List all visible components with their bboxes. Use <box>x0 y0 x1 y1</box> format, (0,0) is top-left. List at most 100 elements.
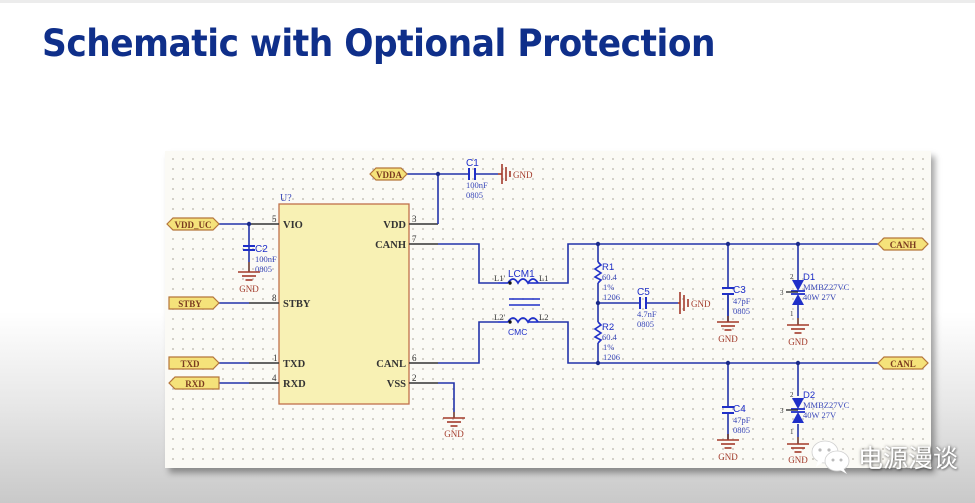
top-border <box>0 0 975 3</box>
ic-u7[interactable]: U? VIO 5 STBY 8 TXD 1 RXD 4 VDD 3 CANH 7… <box>272 193 417 405</box>
junctions <box>246 171 801 366</box>
port-txd[interactable]: TXD <box>168 356 220 370</box>
r2-package: 1206 <box>603 352 620 362</box>
port-stby[interactable]: STBY <box>168 296 220 310</box>
port-vdd-uc-label: VDD_UC <box>175 220 212 230</box>
r2-value: 60.4 <box>602 332 618 342</box>
wires <box>219 173 878 440</box>
d2-pin2: 2 <box>790 391 794 399</box>
gnd-label-c2: GND <box>239 284 259 294</box>
watermark-text: 电源漫谈 <box>858 444 959 473</box>
port-rxd[interactable]: RXD <box>168 376 220 390</box>
c4-ref: C4 <box>733 404 746 415</box>
resistor-r2[interactable]: R2 60.4 1% 1206 <box>593 321 620 362</box>
port-stby-label: STBY <box>178 299 202 309</box>
lcm1-pin-l2-left: L2' <box>494 312 505 322</box>
pin-num-canh: 7 <box>412 234 417 244</box>
tvs-diode-d2[interactable]: 2 3 1 D2 MMBZ27VC 40W 27V <box>780 390 850 436</box>
d2-part: MMBZ27VC <box>803 400 850 410</box>
slide-title: Schematic with Optional Protection <box>42 22 716 65</box>
lcm1-ref: LCM1 <box>508 269 535 280</box>
c1-package: 0805 <box>466 190 483 200</box>
capacitor-c2[interactable]: C2 100nF 0805 <box>243 244 277 274</box>
lcm1-pin-l1-right: L1 <box>539 273 548 283</box>
port-vdda-label: VDDA <box>376 170 402 180</box>
pin-num-vss: 2 <box>412 373 417 383</box>
d1-rating: 40W 27V <box>803 292 837 302</box>
gnd-label-c4: GND <box>718 452 738 462</box>
port-canh-label: CANH <box>890 240 917 250</box>
c5-value: 4.7nF <box>637 309 657 319</box>
c2-ref: C2 <box>255 244 268 255</box>
watermark: 电源漫谈 <box>810 438 958 476</box>
ground-symbol-c2: GND <box>237 271 261 294</box>
d1-pin3: 3 <box>780 289 784 297</box>
c2-value: 100nF <box>255 254 277 264</box>
capacitor-c4[interactable]: C4 47pF 0805 <box>722 404 751 435</box>
pin-num-rxd: 4 <box>272 373 277 383</box>
wechat-icon <box>811 440 850 474</box>
port-canl-label: CANL <box>890 359 916 369</box>
c3-package: 0805 <box>733 306 750 316</box>
pin-name-vss: VSS <box>387 379 406 390</box>
pin-num-canl: 6 <box>412 353 417 363</box>
port-canl[interactable]: CANL <box>877 356 929 370</box>
capacitor-c1[interactable]: C1 100nF 0805 <box>466 158 488 200</box>
tvs-diode-d1[interactable]: 2 3 1 D1 MMBZ27VC 40W 27V <box>780 272 850 318</box>
gnd-label-c1: GND <box>513 170 533 180</box>
ground-symbol-d2: GND <box>786 443 810 465</box>
c1-value: 100nF <box>466 180 488 190</box>
pin-name-stby: STBY <box>283 299 311 310</box>
pin-num-vio: 5 <box>272 214 277 224</box>
capacitor-c5[interactable]: C5 4.7nF 0805 <box>637 287 657 329</box>
capacitor-c3[interactable]: C3 47pF 0805 <box>722 285 751 316</box>
r1-value: 60.4 <box>602 272 618 282</box>
ground-leads <box>248 262 799 444</box>
pin-name-canl: CANL <box>376 359 406 370</box>
d1-pin2: 2 <box>790 273 794 281</box>
gnd-label-c3: GND <box>718 334 738 344</box>
lcm1-pin-l1-left: L1' <box>494 273 505 283</box>
c4-value: 47pF <box>733 415 751 425</box>
d2-ref: D2 <box>803 390 815 401</box>
port-rxd-label: RXD <box>185 379 205 389</box>
pin-name-canh: CANH <box>375 240 406 251</box>
pin-name-txd: TXD <box>283 359 306 370</box>
d1-ref: D1 <box>803 272 815 283</box>
ic-designator: U? <box>280 193 292 204</box>
pin-num-txd: 1 <box>273 353 278 363</box>
port-vdda[interactable]: VDDA <box>369 167 408 181</box>
ground-symbol-c4: GND <box>716 439 740 462</box>
r1-tolerance: 1% <box>603 282 614 292</box>
common-mode-choke-lcm1[interactable]: LCM1 CMC L1' L1 L2' L2 <box>494 269 548 337</box>
ground-symbol-d1: GND <box>786 324 810 347</box>
c5-ref: C5 <box>637 287 650 298</box>
d2-pin1: 1 <box>790 428 794 436</box>
resistor-r1[interactable]: R1 60.4 1% 1206 <box>593 261 620 302</box>
ground-symbol-vss: GND <box>442 417 466 439</box>
pin-name-vdd: VDD <box>383 220 406 231</box>
c3-value: 47pF <box>733 296 751 306</box>
d1-pin1: 1 <box>790 310 794 318</box>
lcm1-value: CMC <box>508 327 527 337</box>
gnd-label-d2: GND <box>788 455 808 465</box>
ic-body[interactable] <box>278 203 410 405</box>
gnd-label-c5: GND <box>691 299 711 309</box>
r1-ref: R1 <box>602 262 614 273</box>
port-canh[interactable]: CANH <box>877 237 929 251</box>
r1-package: 1206 <box>603 292 620 302</box>
lcm1-pin-l2-right: L2 <box>539 312 548 322</box>
pin-name-rxd: RXD <box>283 379 306 390</box>
c5-package: 0805 <box>637 319 654 329</box>
gnd-label-vss: GND <box>444 429 464 439</box>
r2-ref: R2 <box>602 322 614 333</box>
ground-symbol-c5: GND <box>678 292 711 314</box>
gnd-label-d1: GND <box>788 337 808 347</box>
port-vdd-uc[interactable]: VDD_UC <box>166 217 220 231</box>
pin-name-vio: VIO <box>283 220 303 231</box>
d2-pin3: 3 <box>780 407 784 415</box>
c4-package: 0805 <box>733 425 750 435</box>
ground-symbol-c3: GND <box>716 321 740 344</box>
pin-stubs <box>249 223 438 384</box>
